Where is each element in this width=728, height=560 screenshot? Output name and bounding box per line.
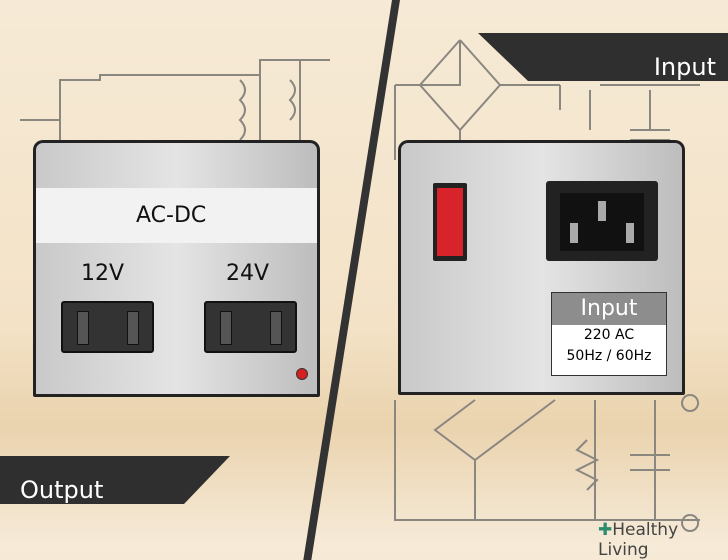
output-banner-text: Output: [20, 476, 104, 504]
input-banner-text: Input: [653, 53, 716, 81]
power-switch[interactable]: [433, 183, 467, 261]
outlet-12v[interactable]: [61, 301, 154, 353]
plus-icon: ✚: [598, 520, 613, 540]
iec-power-socket[interactable]: [546, 181, 658, 261]
output-banner: Output: [0, 456, 230, 504]
input-banner: Input: [478, 33, 728, 81]
ac-dc-adapter: AC-DC 12V 24V: [33, 140, 320, 397]
adapter-title: AC-DC: [136, 203, 207, 228]
power-led: [296, 368, 308, 380]
rating-frequency: 50Hz / 60Hz: [566, 348, 652, 364]
circuit-diagram-background: [20, 39, 700, 532]
input-device: Input 220 AC 50Hz / 60Hz: [398, 140, 685, 395]
outlet-24v[interactable]: [204, 301, 297, 353]
port-label-12v: 12V: [81, 261, 125, 286]
port-label-24v: 24V: [226, 261, 270, 286]
rating-label-title: Input: [552, 293, 666, 325]
rating-voltage: 220 AC: [583, 327, 635, 343]
rating-label: Input 220 AC 50Hz / 60Hz: [551, 292, 667, 376]
watermark: ✚Healthy Living: [598, 520, 728, 560]
